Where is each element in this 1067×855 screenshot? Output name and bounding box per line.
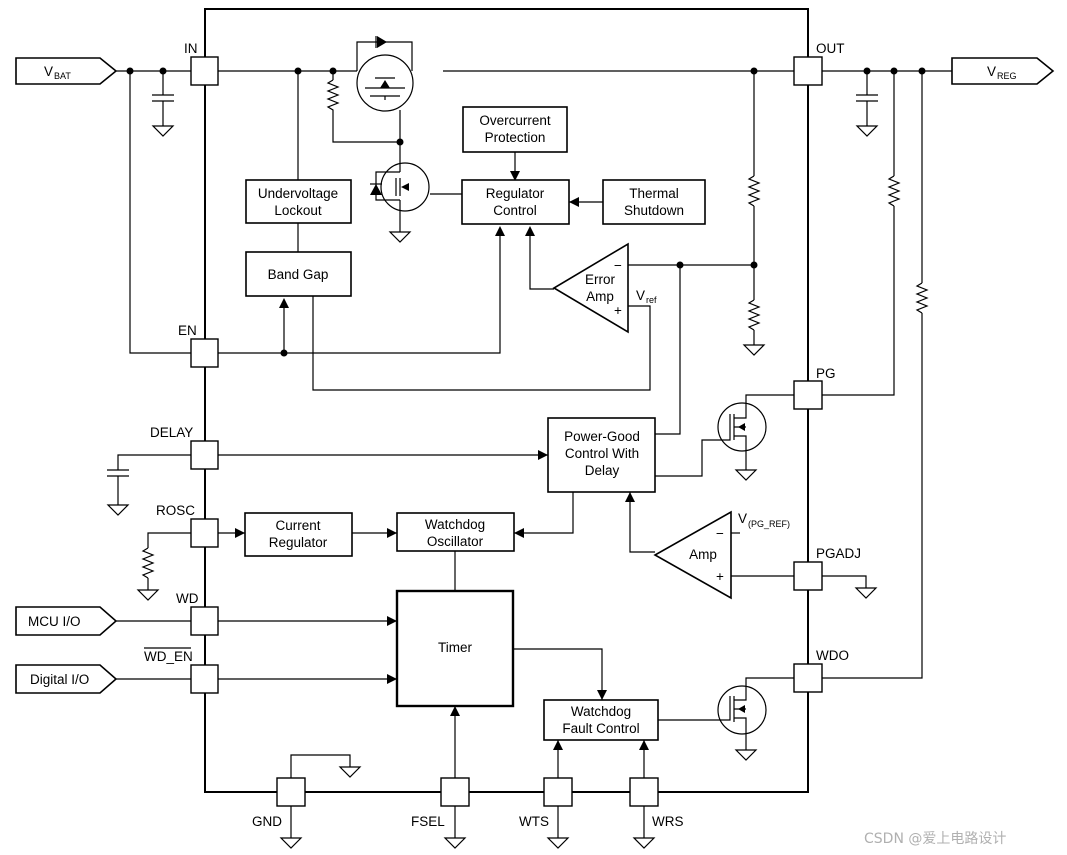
regulator-control-label-2: Control	[493, 203, 537, 218]
timer-label: Timer	[438, 640, 472, 655]
pass-fet	[356, 36, 414, 112]
vref-main: V	[636, 288, 645, 303]
watermark: CSDN @爱上电路设计	[864, 831, 1006, 847]
pin-wts-label: WTS	[519, 814, 549, 829]
vbat-sub: BAT	[54, 71, 71, 81]
vpgref-main: V	[738, 511, 747, 526]
thermal-label-2: Shutdown	[624, 203, 684, 218]
pin-wrs-label: WRS	[652, 814, 684, 829]
watchdog-fault-label-1: Watchdog	[571, 704, 631, 719]
watchdog-oscillator-label-1: Watchdog	[425, 517, 485, 532]
error-amp-plus: +	[614, 303, 622, 318]
band-gap-block: Band Gap	[245, 251, 352, 297]
pin-wrs: WRS	[629, 777, 684, 829]
pin-in-label: IN	[184, 41, 198, 56]
pin-wd-label: WD	[176, 591, 199, 606]
pin-fsel-label: FSEL	[411, 814, 445, 829]
pin-fsel: FSEL	[411, 777, 470, 829]
pin-wd-en: WD_EN	[144, 647, 219, 694]
vreg-sub: REG	[997, 71, 1017, 81]
current-regulator-label-2: Regulator	[269, 535, 328, 550]
pin-pg: PG	[793, 366, 836, 410]
error-amp-label-1: Error	[585, 272, 616, 287]
pin-pgadj: PGADJ	[793, 546, 861, 591]
pin-in: IN	[184, 41, 219, 86]
pin-delay: DELAY	[150, 425, 219, 470]
pin-rosc-label: ROSC	[156, 503, 195, 518]
vbat-main: V	[44, 64, 53, 79]
digital-io-connector: Digital I/O	[15, 664, 118, 694]
error-amp-minus: −	[614, 258, 622, 273]
undervoltage-lockout-block: Undervoltage Lockout	[245, 179, 352, 224]
pin-pg-label: PG	[816, 366, 836, 381]
digital-io-label: Digital I/O	[30, 672, 89, 687]
power-good-control-block: Power-Good Control With Delay	[547, 417, 656, 493]
arrowheads	[235, 171, 649, 750]
vref-sub: ref	[646, 295, 657, 305]
mcu-io-connector: MCU I/O	[15, 606, 118, 636]
undervoltage-label-2: Lockout	[274, 203, 322, 218]
overcurrent-protection-block: Overcurrent Protection	[462, 106, 568, 153]
driver-fet	[370, 162, 430, 212]
pin-wdo: WDO	[793, 648, 849, 693]
vreg-connector: V REG	[951, 57, 1055, 85]
power-good-label-1: Power-Good	[564, 429, 640, 444]
current-regulator-label-1: Current	[275, 518, 320, 533]
pin-pgadj-label: PGADJ	[816, 546, 861, 561]
pin-gnd: GND	[252, 777, 306, 829]
pg-amp-label: Amp	[689, 547, 717, 562]
timer-block: Timer	[395, 589, 515, 708]
watchdog-oscillator-label-2: Oscillator	[427, 534, 484, 549]
power-good-label-3: Delay	[585, 463, 620, 478]
pin-wd: WD	[176, 591, 219, 636]
wires	[107, 70, 952, 838]
power-good-label-2: Control With	[565, 446, 639, 461]
pg-fet	[717, 402, 767, 452]
pg-amp: Amp − +	[653, 510, 732, 600]
resistors	[141, 79, 929, 579]
watchdog-fault-label-2: Fault Control	[562, 721, 639, 736]
junction-dots	[126, 67, 926, 357]
undervoltage-label-1: Undervoltage	[258, 186, 338, 201]
overcurrent-label-2: Protection	[485, 130, 546, 145]
overcurrent-label-1: Overcurrent	[479, 113, 551, 128]
vpgref-sub: (PG_REF)	[748, 519, 790, 529]
pin-gnd-label: GND	[252, 814, 282, 829]
watchdog-oscillator-block: Watchdog Oscillator	[396, 512, 515, 552]
mcu-io-label: MCU I/O	[28, 614, 81, 629]
pin-wts: WTS	[519, 777, 573, 829]
pin-wd-en-label: WD_EN	[144, 649, 193, 664]
pg-amp-minus: −	[716, 526, 724, 541]
pin-delay-label: DELAY	[150, 425, 193, 440]
vpgref-label: V (PG_REF)	[738, 511, 790, 529]
pg-amp-plus: +	[716, 569, 724, 584]
error-amp: Error Amp − +	[552, 242, 629, 334]
ground-symbols	[106, 125, 879, 849]
regulator-control-block: Regulator Control	[461, 179, 570, 225]
pin-en: EN	[178, 323, 219, 368]
vbat-connector: V BAT	[15, 57, 118, 85]
pin-rosc: ROSC	[156, 503, 219, 548]
pin-en-label: EN	[178, 323, 197, 338]
watchdog-fault-control-block: Watchdog Fault Control	[543, 699, 659, 741]
error-amp-label-2: Amp	[586, 289, 614, 304]
wdo-fet	[717, 685, 767, 735]
regulator-control-label-1: Regulator	[486, 186, 545, 201]
pin-wdo-label: WDO	[816, 648, 849, 663]
current-regulator-block: Current Regulator	[244, 512, 353, 557]
pin-out-label: OUT	[816, 41, 845, 56]
band-gap-label: Band Gap	[268, 267, 329, 282]
vref-label: V ref	[636, 288, 657, 305]
pin-out: OUT	[793, 41, 845, 86]
vreg-main: V	[987, 64, 996, 79]
thermal-shutdown-block: Thermal Shutdown	[602, 179, 706, 225]
thermal-label-1: Thermal	[629, 186, 679, 201]
